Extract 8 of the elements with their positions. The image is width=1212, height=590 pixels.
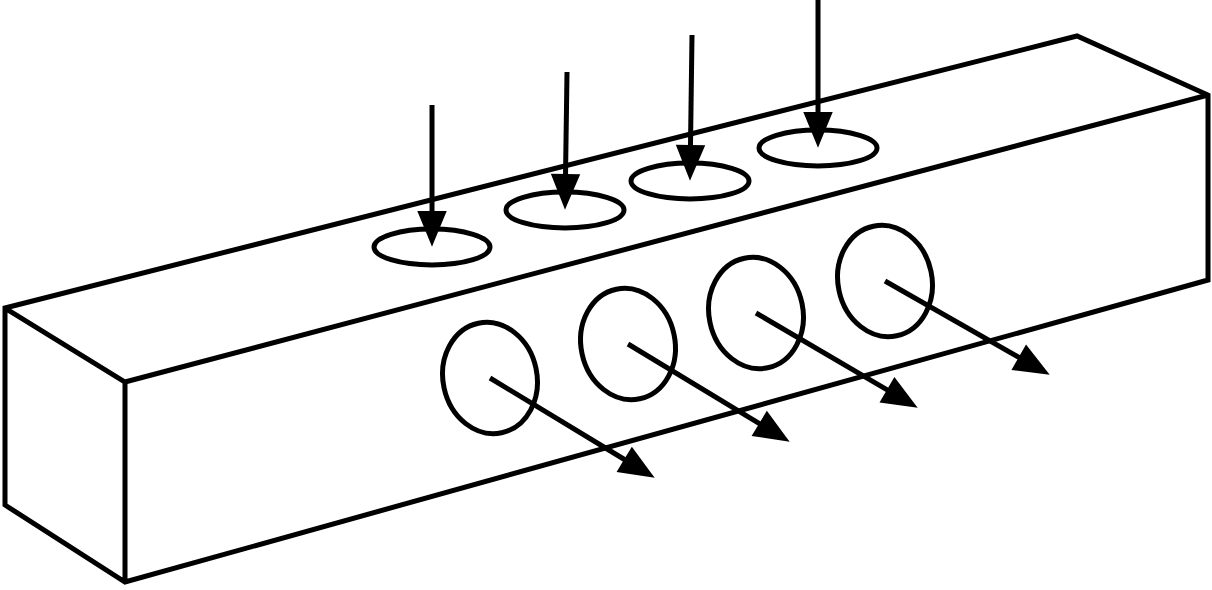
hole-ellipse <box>440 319 540 437</box>
hole-ellipse <box>628 160 752 202</box>
hole-ellipse <box>706 254 806 372</box>
hole-ellipse <box>503 189 627 231</box>
hole-ellipse <box>756 127 880 169</box>
hole-ellipse <box>371 226 493 268</box>
hole-ellipse <box>835 222 935 340</box>
hole-ellipse <box>578 285 678 403</box>
